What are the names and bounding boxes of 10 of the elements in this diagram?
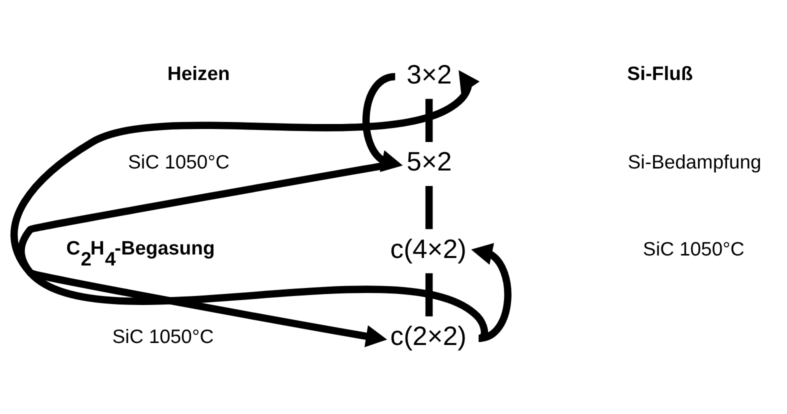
node-text: 3×2	[406, 58, 452, 89]
label: SiC 1050°C	[112, 325, 214, 348]
node-text: c(2×2)	[390, 320, 467, 351]
label: Si-Bedampfung	[628, 150, 762, 173]
node-text: 5×2	[406, 146, 452, 176]
label: Si-Fluß	[627, 62, 693, 85]
label: SiC 1050°C	[642, 238, 744, 260]
label: Heizen	[167, 62, 230, 85]
label: SiC 1050°C	[128, 150, 230, 173]
node-text: c(4×2)	[390, 233, 467, 264]
